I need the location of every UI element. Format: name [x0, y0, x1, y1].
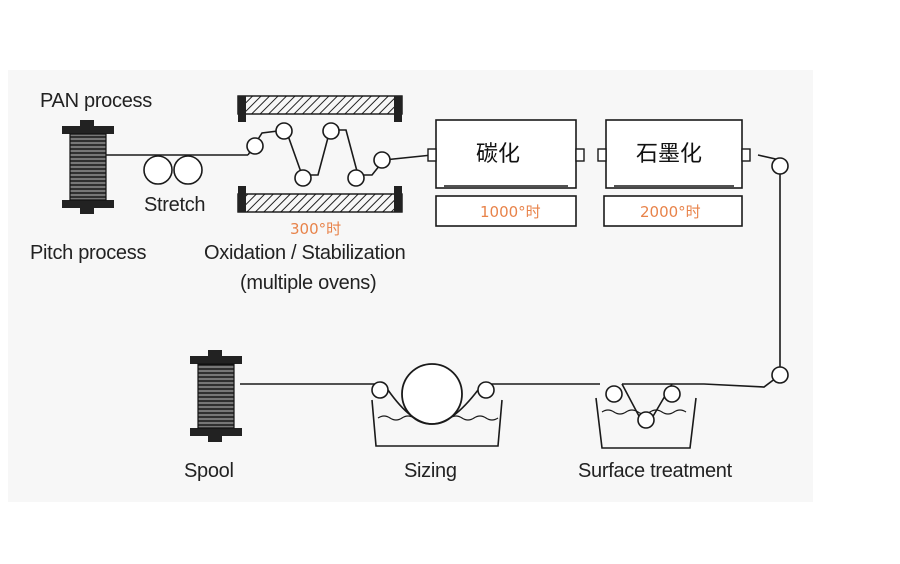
stretch-label: Stretch: [144, 194, 205, 216]
oxidation-temp-label: 300°时: [290, 220, 341, 238]
carbonization-label: 碳化: [476, 142, 520, 167]
graphitization-furnace-icon: [597, 119, 751, 227]
oxidation-rollers-icon: [246, 122, 391, 187]
surface-treatment-label: Surface treatment: [578, 460, 733, 482]
oxidation-sublabel: (multiple ovens): [240, 272, 376, 294]
stretch-rollers-icon: [143, 155, 203, 185]
guide-rollers-icon: [771, 157, 789, 384]
take-up-spool-icon: [190, 350, 242, 442]
feed-spool-icon: [62, 120, 114, 214]
carbonization-temp-label: 1000°时: [480, 203, 541, 221]
spool-label: Spool: [184, 460, 234, 482]
graphitization-temp-label: 2000°时: [640, 203, 701, 221]
carbonization-furnace-icon: [427, 119, 585, 227]
pitch-process-label: Pitch process: [30, 242, 146, 264]
sizing-label: Sizing: [404, 460, 457, 482]
sizing-bath-icon: [371, 363, 503, 447]
surface-treatment-bath-icon: [595, 385, 697, 449]
graphitization-label: 石墨化: [636, 142, 702, 167]
oxidation-oven-icon: [237, 95, 403, 213]
pan-process-label: PAN process: [40, 90, 152, 112]
oxidation-label: Oxidation / Stabilization: [204, 242, 406, 264]
